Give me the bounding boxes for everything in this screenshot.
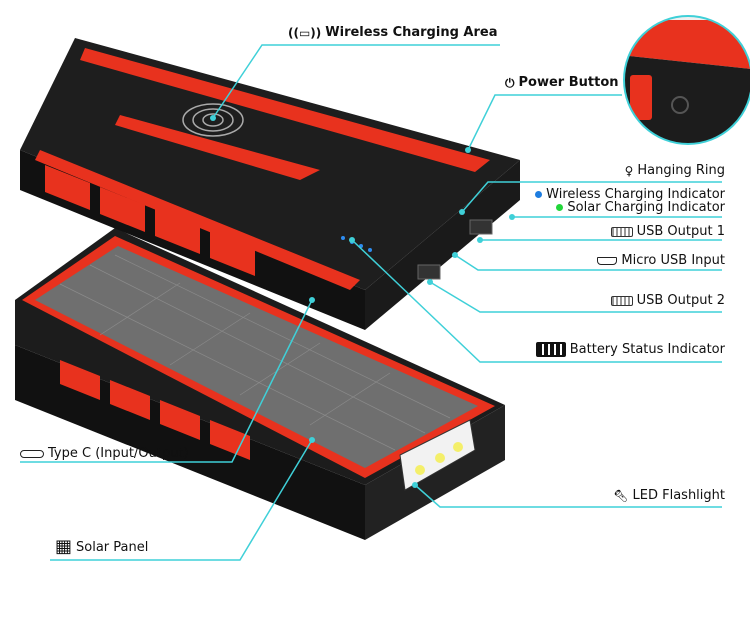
usb-c-icon [20, 449, 44, 458]
label-wireless-charging-area: ((▭)) Wireless Charging Area [288, 25, 498, 40]
solar-power-bank [15, 228, 505, 540]
usb-a-icon [610, 226, 633, 237]
carabiner-icon: ♀ [624, 163, 634, 178]
label-type-c: Type C (Input/Output) [20, 446, 189, 461]
label-hanging-ring: ♀ Hanging Ring [624, 163, 725, 178]
label-battery-status-indicator: Battery Status Indicator [535, 342, 725, 357]
solar-panel [35, 246, 478, 468]
power-icon: ⏻ [505, 75, 515, 90]
green-dot-icon [556, 204, 564, 211]
label-usb-output-1: USB Output 1 [610, 224, 725, 239]
callout-lines [20, 44, 722, 561]
label-led-flashlight: 🔦︎ LED Flashlight [613, 488, 725, 503]
label-micro-usb-input: Micro USB Input [597, 253, 725, 268]
power-button-inset [623, 15, 750, 145]
battery-icon [535, 342, 566, 357]
label-usb-output-2: USB Output 2 [610, 293, 725, 308]
flashlight-icon: 🔦︎ [613, 488, 629, 503]
label-power-button: ⏻ Power Button [505, 75, 619, 90]
micro-usb-icon [597, 256, 618, 265]
label-solar-charging-indicator: Solar Charging Indicator [556, 200, 725, 215]
wireless-coil [182, 103, 244, 137]
label-solar-panel: ▦ Solar Panel [55, 536, 149, 557]
usb-a-icon [610, 295, 633, 306]
wireless-power-bank [20, 38, 520, 330]
solar-panel-icon: ▦ [55, 536, 73, 557]
label-wireless-charging-indicator: Wireless Charging Indicator [535, 187, 725, 202]
blue-dot-icon [535, 191, 543, 198]
wireless-charging-icon: ((▭)) [288, 25, 322, 40]
